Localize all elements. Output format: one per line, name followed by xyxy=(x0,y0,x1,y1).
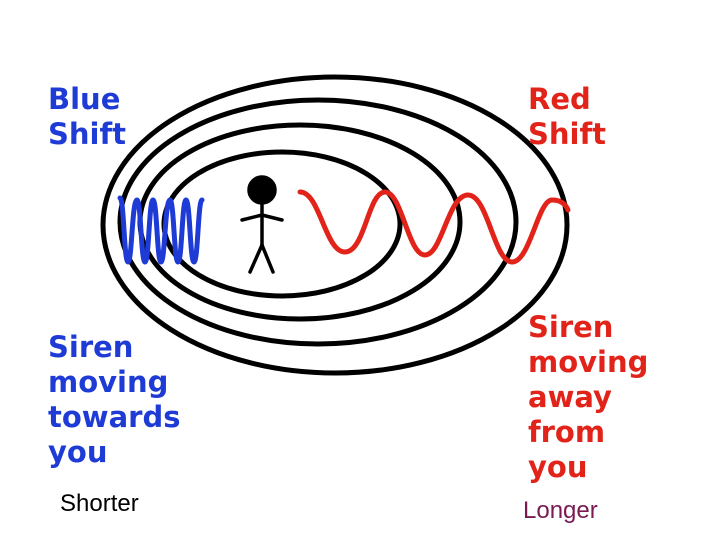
ring-outer xyxy=(100,74,570,376)
stick-figure-icon xyxy=(240,175,284,274)
siren-away-label: Siren moving away from you xyxy=(528,310,649,484)
longer-caption: Longer xyxy=(523,497,598,524)
ring-3 xyxy=(117,97,519,347)
blue-shift-label: Blue Shift xyxy=(48,82,126,151)
blue-compressed-wave xyxy=(117,195,205,265)
red-stretched-wave xyxy=(297,189,571,265)
siren-toward-label: Siren moving towards you xyxy=(48,330,181,469)
red-shift-label: Red Shift xyxy=(528,82,606,151)
shorter-caption: Shorter xyxy=(60,490,139,517)
